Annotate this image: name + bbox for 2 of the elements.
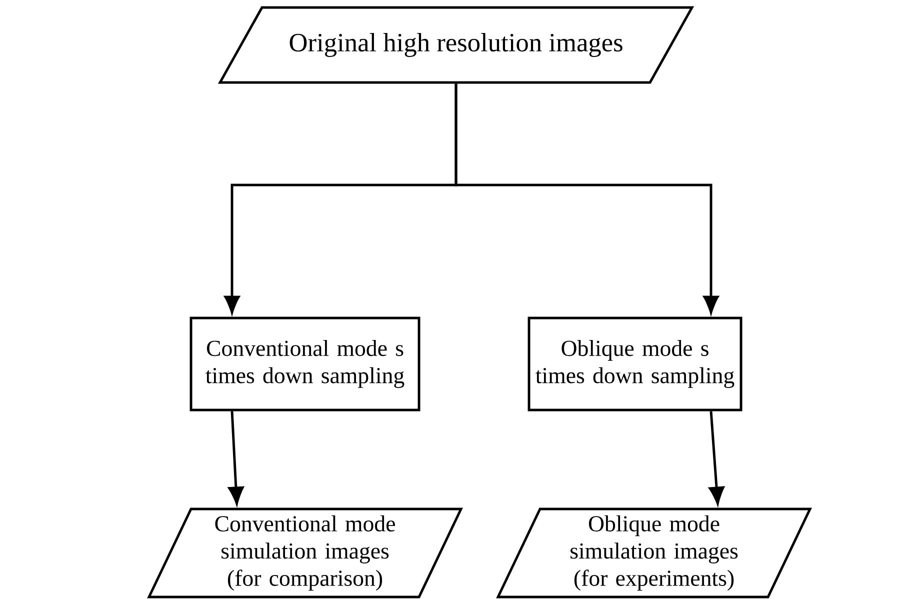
process-box: Conventional mode s times down sampling (190, 316, 420, 412)
process-box: Oblique mode s times down sampling (528, 316, 742, 412)
